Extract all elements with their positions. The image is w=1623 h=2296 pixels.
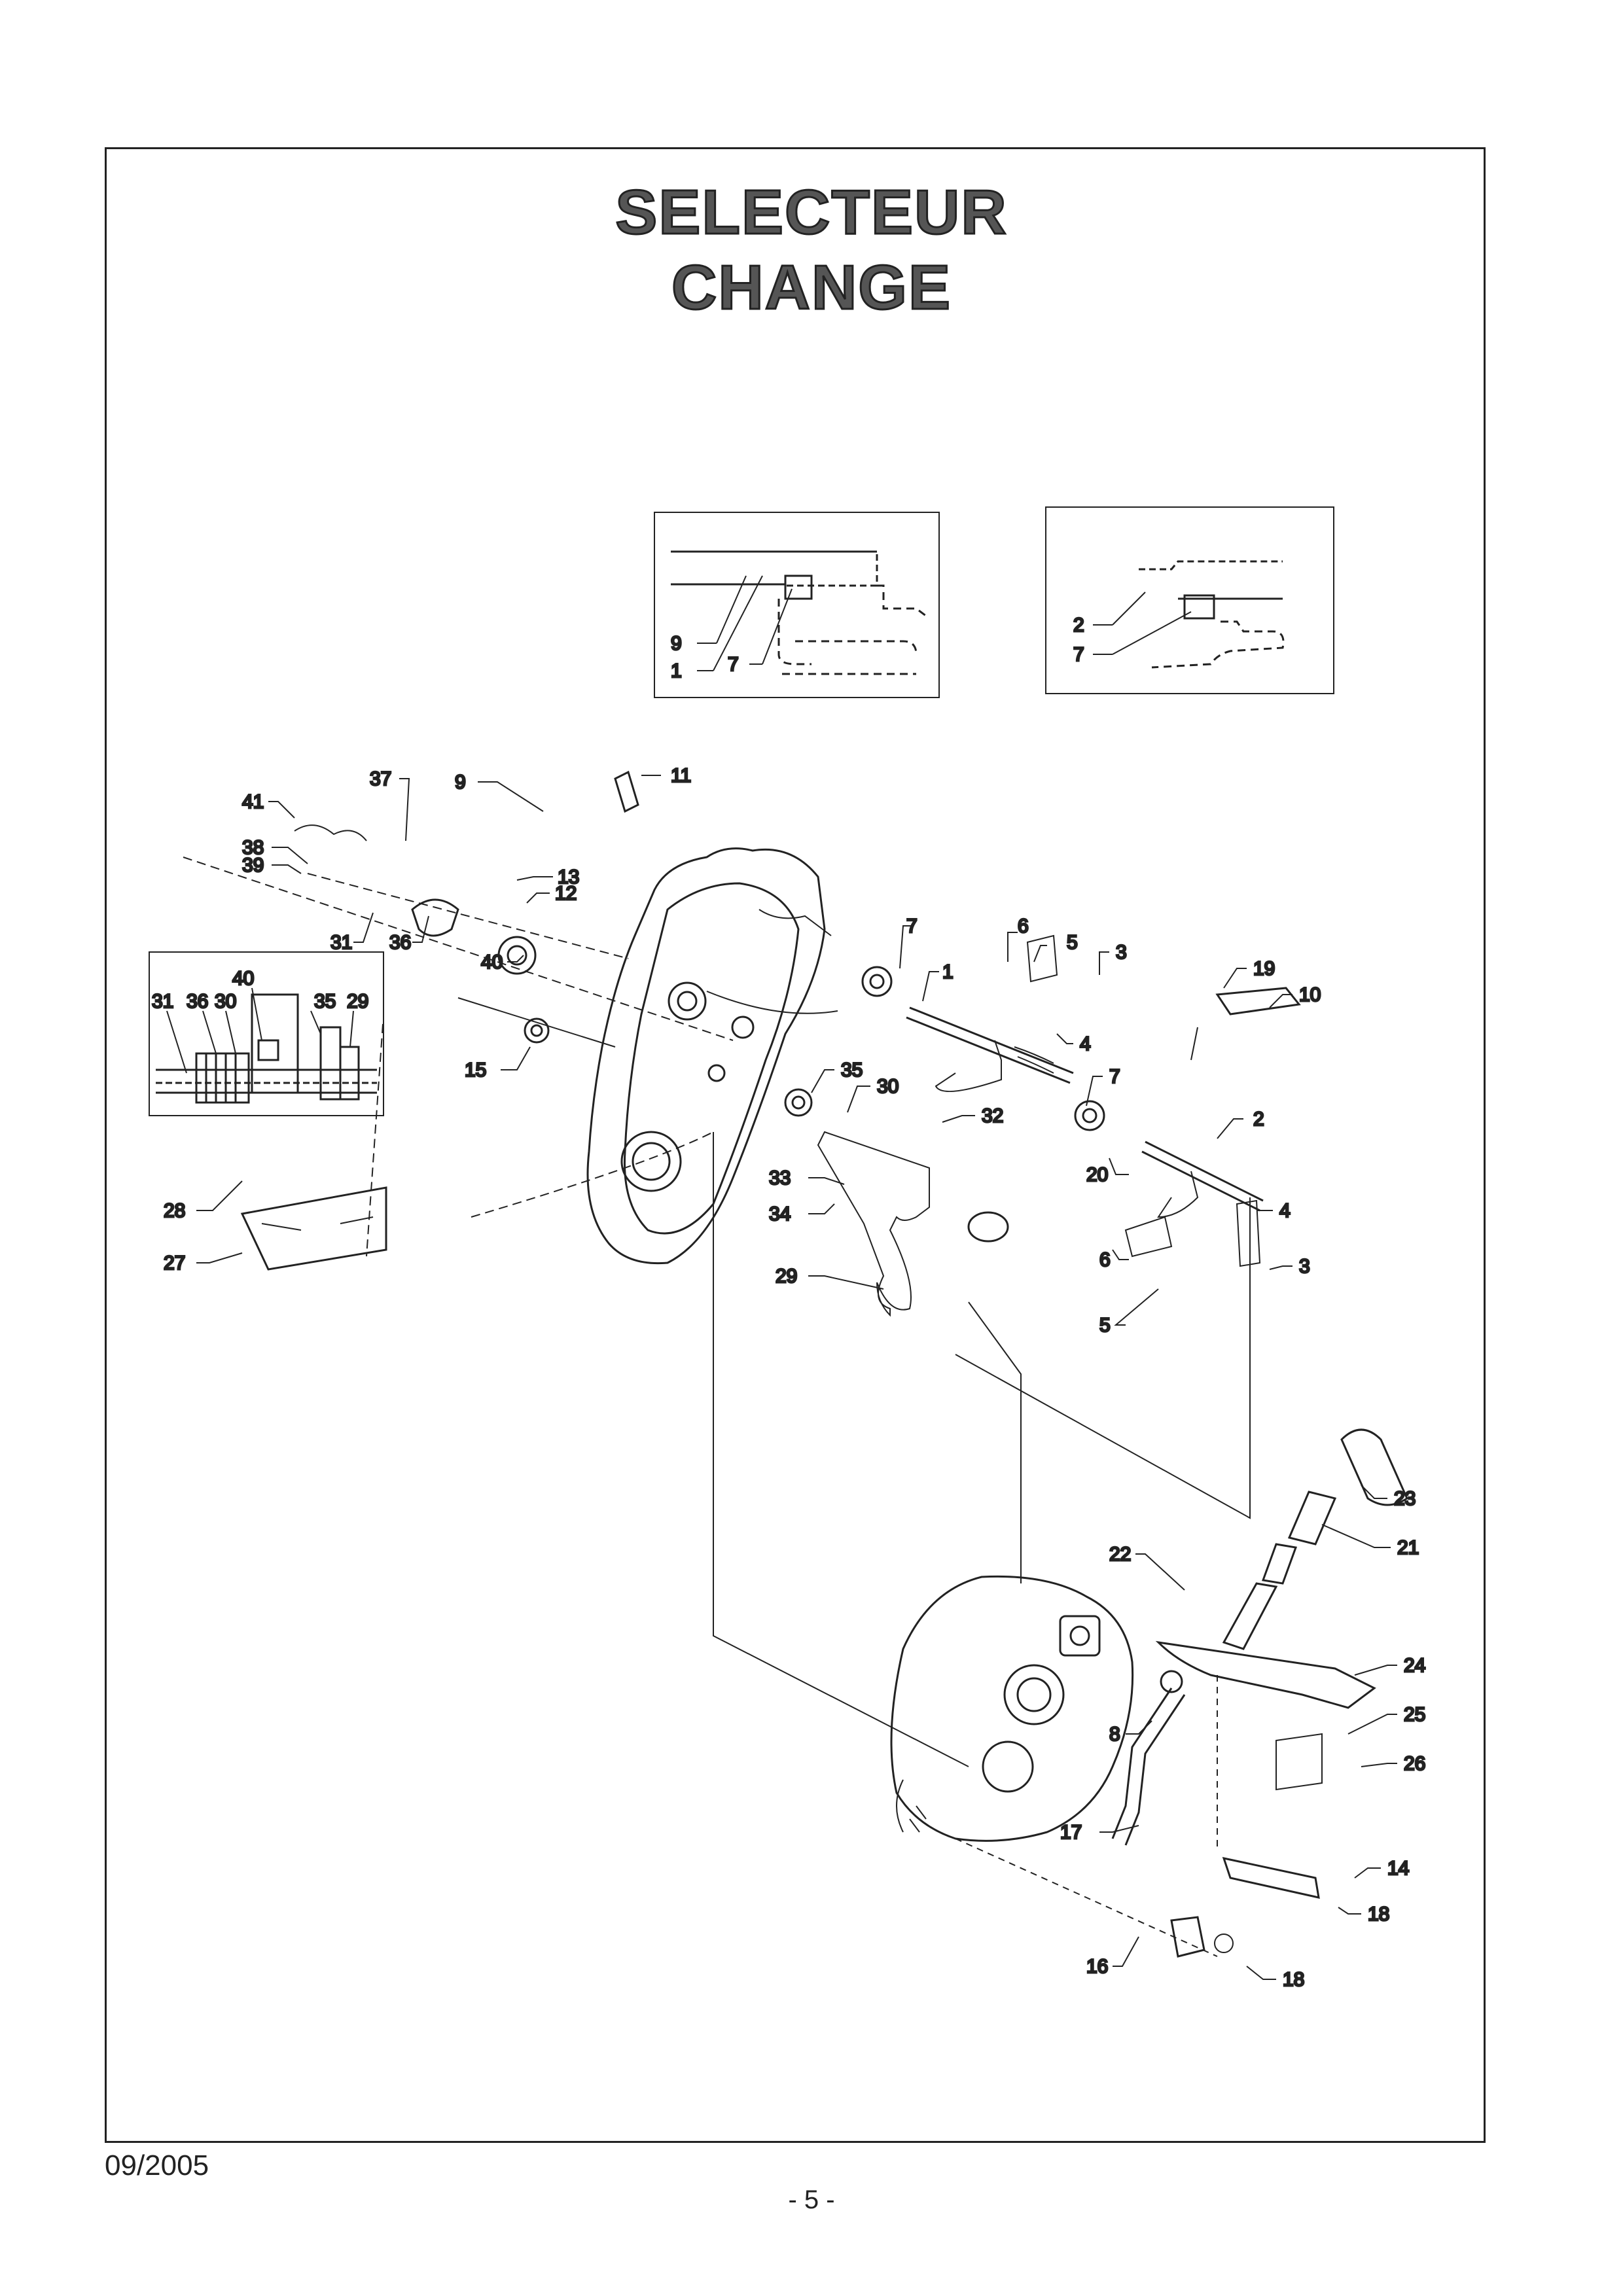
section-label-30: 30 bbox=[215, 991, 236, 1012]
shift-fork-29 bbox=[817, 1131, 1009, 1317]
callout-4-lower: 4 bbox=[1279, 1200, 1291, 1222]
assembly-lines bbox=[183, 857, 1251, 1957]
section-label-40: 40 bbox=[232, 968, 254, 989]
inset-left-label-1: 1 bbox=[671, 660, 682, 682]
inset-detail-right bbox=[1045, 506, 1334, 694]
callout-11: 11 bbox=[671, 765, 691, 786]
title-line-1: SELECTEUR bbox=[615, 177, 1008, 249]
callout-26: 26 bbox=[1404, 1753, 1425, 1775]
callout-10: 10 bbox=[1299, 984, 1321, 1006]
shift-shaft-lower bbox=[1141, 1140, 1264, 1218]
callout-23: 23 bbox=[1394, 1488, 1416, 1510]
callout-7-lower: 7 bbox=[1109, 1066, 1120, 1087]
callout-34: 34 bbox=[769, 1203, 791, 1225]
callout-33: 33 bbox=[769, 1167, 791, 1189]
callout-18-bottom: 18 bbox=[1283, 1969, 1304, 1990]
inset-right-label-7: 7 bbox=[1073, 644, 1084, 665]
callout-29: 29 bbox=[776, 1265, 797, 1287]
callout-18-right: 18 bbox=[1368, 1903, 1389, 1925]
inset-right-label-2: 2 bbox=[1073, 614, 1084, 636]
callout-16: 16 bbox=[1086, 1956, 1108, 1977]
section-label-31: 31 bbox=[152, 991, 173, 1012]
gear-shift-lever bbox=[1222, 1428, 1408, 1650]
callout-15: 15 bbox=[465, 1059, 486, 1081]
document-date: 09/2005 bbox=[105, 2149, 209, 2181]
callout-40: 40 bbox=[481, 951, 503, 973]
callout-28: 28 bbox=[164, 1200, 185, 1222]
lever-plate-24 bbox=[1155, 1640, 1376, 1709]
gearbox-housing-upper bbox=[586, 847, 838, 1265]
shift-rod-17 bbox=[1111, 1687, 1186, 1846]
callout-9: 9 bbox=[455, 771, 466, 793]
callout-3-lower: 3 bbox=[1299, 1256, 1310, 1277]
callout-41: 41 bbox=[242, 791, 264, 813]
callout-25: 25 bbox=[1404, 1704, 1425, 1725]
callout-2: 2 bbox=[1253, 1108, 1264, 1130]
cable-guide-27 bbox=[240, 1186, 387, 1271]
callout-4-upper: 4 bbox=[1080, 1033, 1091, 1055]
callout-8: 8 bbox=[1109, 1723, 1120, 1745]
callout-6-upper: 6 bbox=[1018, 915, 1029, 937]
leader-lines bbox=[196, 775, 1397, 1980]
inset-detail-left bbox=[654, 512, 940, 698]
callout-12: 12 bbox=[555, 883, 577, 904]
section-label-29: 29 bbox=[347, 991, 368, 1012]
callout-32: 32 bbox=[982, 1105, 1003, 1127]
callout-20: 20 bbox=[1086, 1164, 1108, 1186]
inset-cross-section bbox=[149, 951, 384, 1116]
callout-3-upper: 3 bbox=[1116, 942, 1127, 963]
title-line-2: CHANGE bbox=[670, 252, 952, 324]
callout-31: 31 bbox=[330, 932, 352, 953]
callout-30: 30 bbox=[877, 1076, 899, 1097]
callout-5-lower: 5 bbox=[1099, 1315, 1111, 1336]
callout-1: 1 bbox=[942, 961, 954, 983]
callout-17: 17 bbox=[1060, 1822, 1082, 1843]
section-label-36: 36 bbox=[187, 991, 208, 1012]
page-frame bbox=[105, 147, 1486, 2143]
callout-35: 35 bbox=[841, 1059, 863, 1081]
callout-22: 22 bbox=[1109, 1544, 1131, 1565]
callout-37: 37 bbox=[370, 768, 391, 790]
gearbox-housing-lower bbox=[890, 1575, 1134, 1842]
callout-38: 38 bbox=[242, 837, 264, 858]
callout-7-upper: 7 bbox=[906, 915, 918, 937]
small-parts bbox=[294, 770, 1323, 1958]
callout-39: 39 bbox=[242, 855, 264, 876]
callout-24: 24 bbox=[1404, 1655, 1425, 1676]
page-number: - 5 - bbox=[788, 2185, 835, 2214]
callout-27: 27 bbox=[164, 1252, 185, 1274]
callout-21: 21 bbox=[1397, 1537, 1419, 1559]
callout-6-lower: 6 bbox=[1099, 1249, 1111, 1271]
callout-13: 13 bbox=[558, 866, 579, 888]
inset-left-label-9: 9 bbox=[671, 633, 682, 654]
callout-36: 36 bbox=[389, 932, 411, 953]
inset-left-label-7: 7 bbox=[728, 654, 739, 675]
section-label-35: 35 bbox=[314, 991, 336, 1012]
callout-14: 14 bbox=[1387, 1858, 1409, 1879]
callout-19: 19 bbox=[1253, 958, 1275, 980]
shift-shaft-upper bbox=[906, 1006, 1074, 1092]
callout-5-upper: 5 bbox=[1067, 932, 1078, 953]
